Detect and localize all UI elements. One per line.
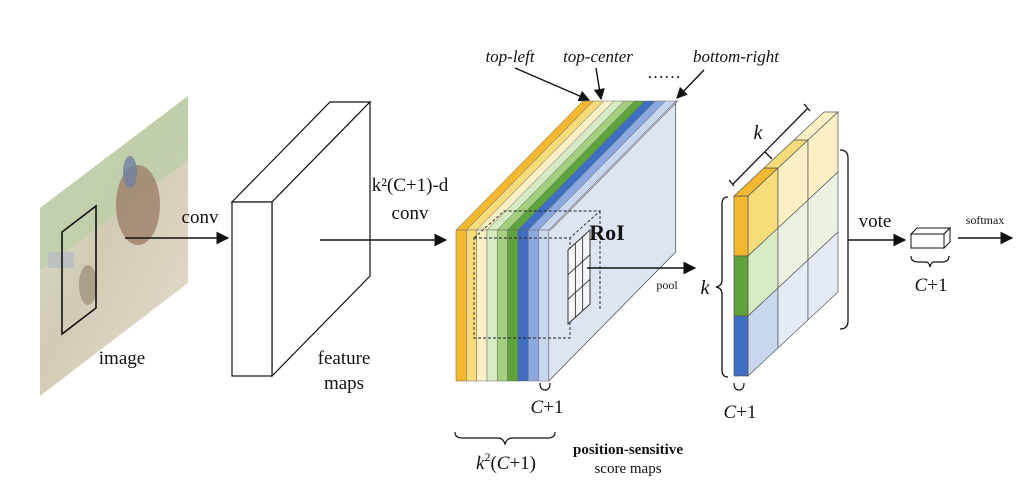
pooled-front-cell: [733, 255, 749, 317]
score-map-slab-face: [507, 229, 519, 382]
feature-label-line2: maps: [324, 373, 364, 394]
score-map-slab-face: [466, 229, 477, 382]
softmax-label: softmax: [966, 213, 1005, 227]
c1-stack-label: C+1: [531, 397, 564, 418]
k-side-label: k: [701, 277, 711, 299]
k2c-brace: [454, 431, 556, 446]
roi-label: RoI: [589, 220, 624, 245]
top-left-arrow: [514, 67, 591, 102]
output-vector-box: [909, 226, 952, 250]
top-center-arrow: [593, 67, 605, 101]
vote-label: vote: [859, 211, 892, 232]
score-map-slab-face: [486, 229, 498, 382]
conv-label-1: conv: [182, 207, 219, 228]
pooled-front-cell: [733, 315, 749, 377]
conv-label-2: conv: [392, 203, 429, 224]
ps-label-line2: score maps: [594, 461, 661, 477]
input-image: [40, 96, 188, 396]
top-center-label: top-center: [563, 47, 633, 66]
k-top-brace-line: [732, 107, 809, 185]
score-map-slab-face: [455, 229, 467, 382]
bottom-right-arrow: [676, 69, 705, 99]
score-map-slab-face: [496, 229, 508, 382]
score-map-slab-face: [517, 229, 529, 382]
pooled-block: [733, 111, 839, 377]
k2c-d-label: k²(C+1)-d: [372, 175, 449, 196]
score-map-slab-face: [527, 229, 539, 382]
truck-shape: [48, 252, 74, 268]
dots-label: ……: [647, 63, 681, 82]
roi-box-on-image: [61, 204, 97, 336]
c1-block-label: C+1: [724, 402, 757, 423]
bottom-right-label: bottom-right: [693, 47, 780, 66]
k-top-label: k: [754, 122, 764, 144]
pooled-cell: [807, 231, 839, 321]
c1-stack-brace: [539, 382, 551, 391]
image-trees: [40, 96, 188, 270]
c1-final-brace: [910, 255, 950, 268]
c1-block-brace: [733, 382, 745, 391]
score-maps-stack: [455, 100, 679, 382]
score-map-slab-face: [476, 229, 488, 382]
k2c-bottom-label: k2(C+1): [476, 450, 536, 474]
k-side-brace: [715, 196, 729, 378]
pooled-front-cell: [733, 195, 749, 257]
image-label: image: [99, 348, 145, 369]
feature-maps-block: [230, 100, 372, 378]
top-left-label: top-left: [485, 47, 535, 66]
pool-label: pool: [656, 278, 678, 292]
ps-label-line1: position-sensitive: [573, 442, 683, 458]
horse-shape: [116, 165, 160, 245]
person-shape: [79, 265, 97, 305]
c1-final-label: C+1: [915, 275, 948, 296]
rider-shape: [123, 156, 137, 188]
vote-brace: [839, 149, 849, 330]
feature-label-line1: feature: [318, 348, 371, 369]
score-map-slab-face: [538, 229, 549, 382]
